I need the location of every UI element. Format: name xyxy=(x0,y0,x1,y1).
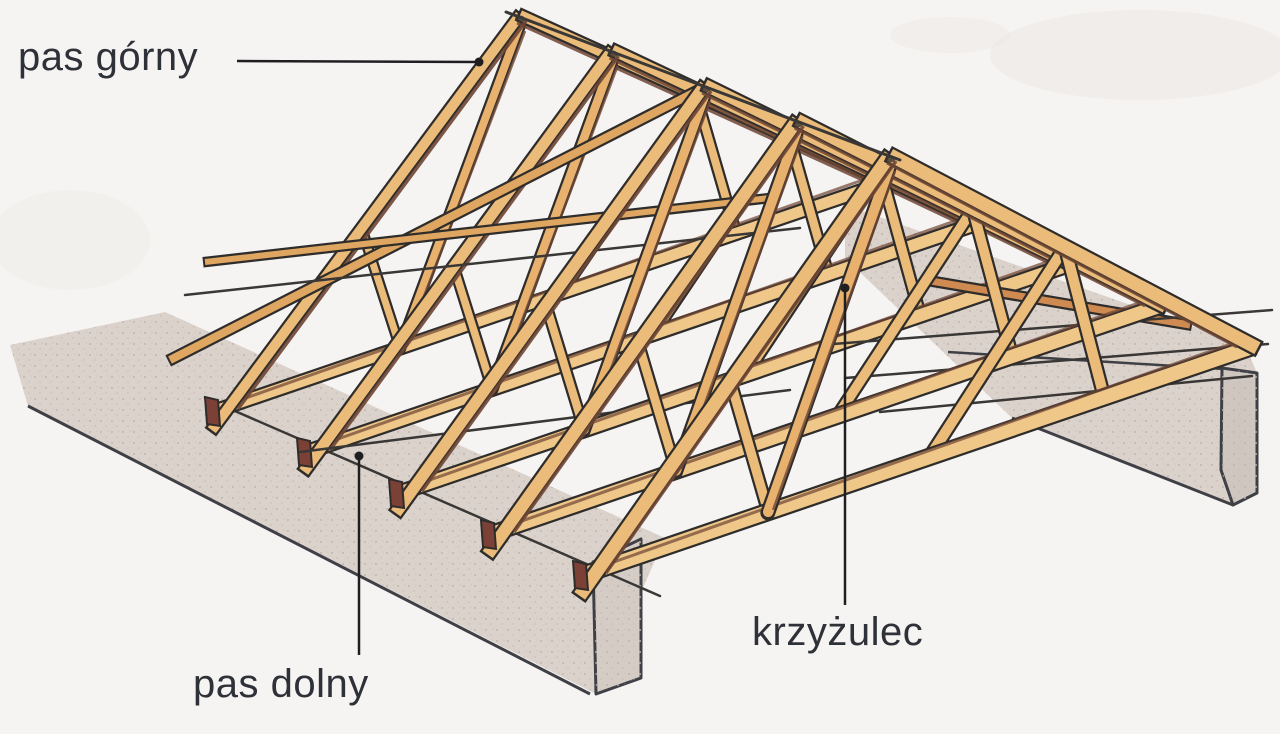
top-chord-left-shadow xyxy=(512,125,805,533)
top-chord-right xyxy=(886,149,1261,355)
top-chord-left-shadow xyxy=(420,90,713,492)
top-chord-left xyxy=(482,116,803,559)
bottom-chord-end-grain xyxy=(203,395,222,428)
label-top-chord: pas górny xyxy=(18,35,199,79)
ceiling-batten-line xyxy=(843,342,1270,380)
bottom-chord-shadow xyxy=(593,338,1243,571)
label-bottom-chord: pas dolny xyxy=(193,662,369,706)
leader-lines xyxy=(236,57,850,655)
web-left xyxy=(633,338,681,476)
web-right-1 xyxy=(924,241,1071,463)
ridge xyxy=(504,10,902,162)
batten-shadow-line xyxy=(183,226,802,297)
batten-left xyxy=(204,195,771,265)
top-chord-left xyxy=(299,46,617,475)
web-diagonal-main xyxy=(671,125,803,476)
top-chord-left xyxy=(207,12,525,434)
leader-top-chord xyxy=(236,59,480,64)
leader-dot-top-chord xyxy=(474,57,484,67)
web-left xyxy=(725,376,773,517)
ridge-line xyxy=(504,10,902,162)
left-slope-bracing xyxy=(165,81,802,454)
left-wall-bottom-edge xyxy=(27,404,591,696)
bottom-chord xyxy=(577,340,1255,583)
web-shadow xyxy=(771,170,897,511)
web-diagonal-main xyxy=(579,90,710,435)
top-chord-right-shadow xyxy=(793,126,1146,308)
web-diagonal-main xyxy=(396,21,524,352)
top-chord-left-shadow xyxy=(604,160,898,574)
label-diagonal-web: krzyżulec xyxy=(752,610,924,654)
truss-4 xyxy=(479,111,1172,562)
web-diagonal-main xyxy=(762,159,896,518)
bottom-chord xyxy=(485,299,1163,542)
bottom-chord-end-grain xyxy=(571,559,590,592)
web-right-1 xyxy=(832,204,978,421)
left-wall xyxy=(10,312,665,696)
bottom-chord-end-grain xyxy=(387,477,406,510)
top-chord-left xyxy=(391,81,710,517)
bottom-chord-end-grain xyxy=(479,518,498,551)
wind-brace-left xyxy=(168,84,705,364)
truss-5 xyxy=(571,146,1264,603)
leader-dot-bottom-chord xyxy=(354,451,364,461)
right-wall-bottom-edge xyxy=(1011,416,1234,507)
bottom-chord-shadow xyxy=(501,297,1151,530)
ceiling-batten-line xyxy=(878,374,1254,414)
top-chord-left-shadow xyxy=(236,19,528,411)
leader-dot-diagonal-web xyxy=(840,283,850,293)
top-chord-left-shadow xyxy=(328,54,620,452)
top-chord-right-shadow xyxy=(886,161,1238,349)
top-chord-left xyxy=(574,151,896,600)
web-left xyxy=(450,262,496,393)
web-right-2 xyxy=(1059,241,1110,403)
web-left xyxy=(541,300,589,434)
